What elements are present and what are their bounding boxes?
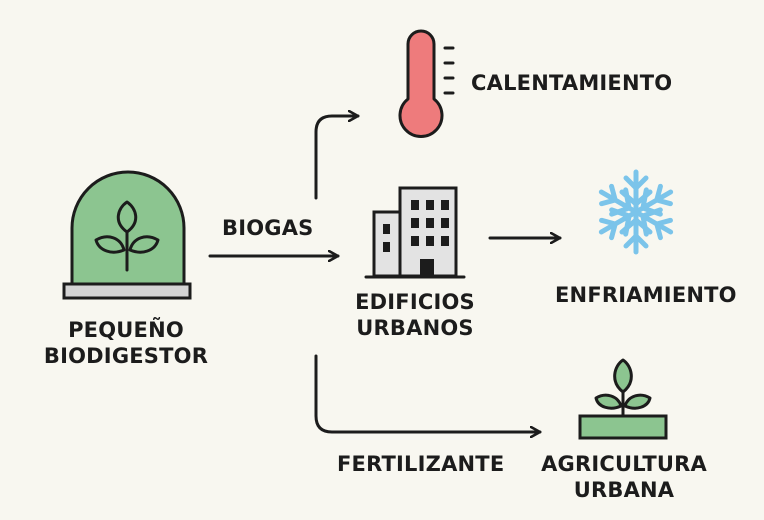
thermometer-icon — [398, 29, 455, 138]
source-label-line1: PEQUEÑO — [68, 318, 184, 342]
buildings-node-label: EDIFICIOS URBANOS — [334, 289, 496, 341]
heating-arrow — [314, 116, 360, 200]
source-node-label: PEQUEÑO BIODIGESTOR — [36, 317, 216, 369]
buildings-label-line2: URBANOS — [356, 316, 474, 340]
snowflake-icon — [598, 169, 674, 255]
source-label-line2: BIODIGESTOR — [43, 344, 209, 368]
fertilizer-arrow — [314, 354, 542, 432]
agriculture-label-line1: AGRICULTURA — [541, 452, 707, 476]
agriculture-node-label: AGRICULTURA URBANA — [534, 451, 714, 503]
biodigester-dome-icon — [62, 170, 192, 300]
agriculture-label-line2: URBANA — [573, 478, 675, 502]
buildings-label-line1: EDIFICIOS — [355, 290, 475, 314]
sprout-icon — [578, 358, 668, 440]
snowflake-arm — [598, 183, 639, 217]
cooling-node-label: ENFRIAMIENTO — [555, 283, 737, 307]
biogas-edge-label: BIOGAS — [222, 216, 314, 240]
heating-node-label: CALENTAMIENTO — [471, 71, 673, 95]
buildings-icon — [364, 186, 466, 279]
fertilizer-edge-label: FERTILIZANTE — [337, 452, 505, 476]
